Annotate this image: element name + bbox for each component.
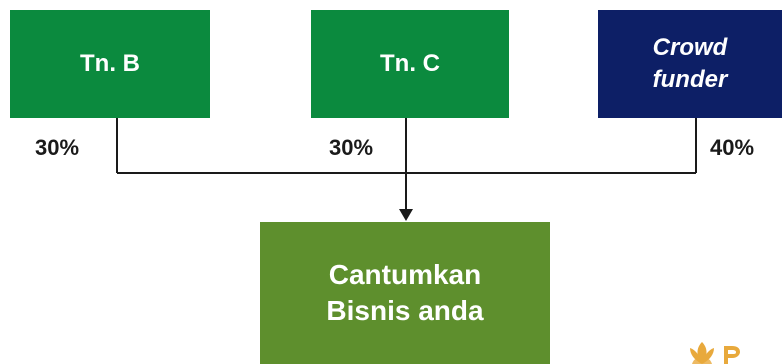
share-tn-b: 30% — [35, 135, 80, 160]
node-result-line1: Cantumkan — [328, 258, 482, 290]
lotus-logo-icon — [690, 342, 740, 364]
arrow-head — [399, 209, 413, 221]
node-crowdfunder-label-line2: funder — [652, 66, 728, 93]
node-result: Cantumkan Bisnis anda — [260, 222, 550, 364]
node-crowdfunder: Crowd funder — [598, 10, 782, 118]
node-tn-b-label: Tn. B — [80, 50, 140, 77]
share-crowdfunder: 40% — [710, 135, 755, 160]
node-tn-c-label: Tn. C — [380, 50, 440, 77]
share-tn-c: 30% — [329, 135, 374, 160]
node-crowdfunder-label-line1: Crowd — [652, 33, 728, 61]
node-tn-c: Tn. C — [311, 10, 509, 118]
node-result-line2: Bisnis anda — [326, 295, 484, 326]
node-tn-b: Tn. B — [10, 10, 210, 118]
